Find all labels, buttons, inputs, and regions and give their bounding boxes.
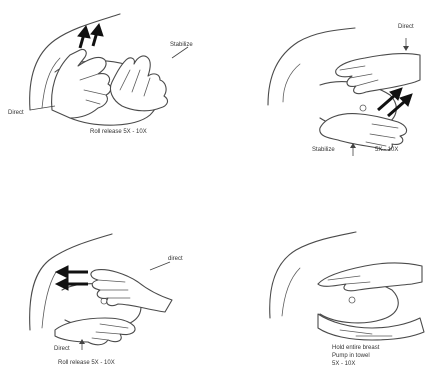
label-direct: Direct bbox=[398, 24, 414, 30]
label-direct: Direct bbox=[8, 110, 24, 116]
label-direct-top: direct bbox=[168, 256, 183, 262]
upper-hand bbox=[318, 263, 422, 291]
arm-outline bbox=[282, 268, 300, 316]
stabilize-hand bbox=[320, 114, 407, 150]
direct-hand bbox=[91, 270, 172, 312]
pointer-direct-head bbox=[403, 46, 409, 51]
label-stabilize: Stabilize bbox=[312, 147, 335, 153]
arm-outline bbox=[283, 64, 300, 102]
arm-outline bbox=[42, 272, 56, 328]
label-stabilize: Stabilize bbox=[170, 42, 193, 48]
stabilize-hand bbox=[55, 318, 135, 345]
panel-3-roll-release-sideways: direct Direct Roll release 5X - 10X bbox=[30, 234, 183, 366]
panel-4-hold-entire-breast: Hold entire breast Pump in towel 5X - 10… bbox=[270, 232, 424, 367]
arrows-up bbox=[78, 24, 103, 48]
direct-hand bbox=[52, 49, 111, 118]
pointer-stabilize bbox=[172, 47, 188, 58]
caption-line-2: Pump in towel bbox=[332, 353, 370, 359]
panel-2-roll-release-diagonal: Direct Stabilize 5X - 10X bbox=[268, 24, 420, 156]
nipple bbox=[349, 297, 355, 303]
nipple bbox=[360, 105, 366, 111]
caption-line-1: Hold entire breast bbox=[332, 345, 380, 351]
caption-roll-release: Roll release 5X - 10X bbox=[90, 129, 147, 135]
label-reps: 5X - 10X bbox=[375, 147, 398, 153]
label-direct-bottom: Direct bbox=[54, 346, 70, 352]
stabilize-hand bbox=[110, 56, 167, 111]
caption-line-3: 5X - 10X bbox=[332, 361, 355, 367]
direct-hand bbox=[336, 54, 420, 94]
pointer-direct-top bbox=[150, 262, 170, 270]
panel-1-roll-release-upward: Stabilize Direct Roll release 5X - 10X bbox=[8, 14, 193, 135]
caption-roll-release: Roll release 5X - 10X bbox=[58, 360, 115, 366]
